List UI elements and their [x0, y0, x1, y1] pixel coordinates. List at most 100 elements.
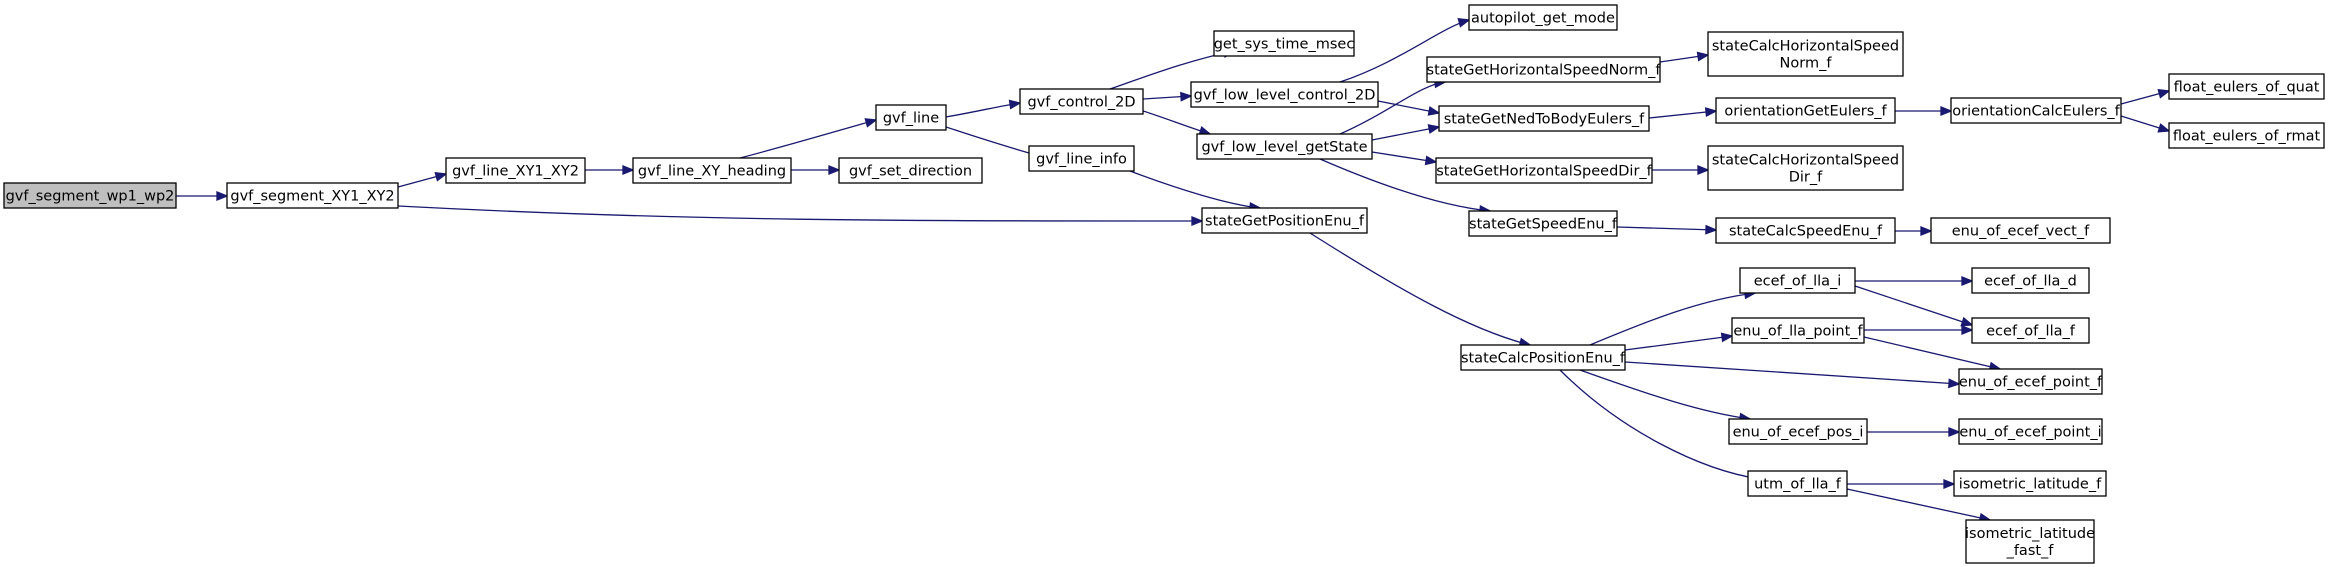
call-edge-line: [1339, 19, 1470, 83]
function-node[interactable]: ecef_of_lla_i: [1739, 267, 1856, 294]
node-label: float_eulers_of_rmat: [2173, 129, 2321, 145]
node-label: enu_of_lla_point_f: [1733, 324, 1863, 340]
node-box: [1731, 317, 1865, 344]
function-node[interactable]: stateGetHorizontalSpeedDir_f: [1435, 157, 1653, 184]
arrowhead-icon: [1427, 124, 1441, 134]
function-node[interactable]: stateCalcPositionEnu_f: [1460, 344, 1626, 371]
function-node[interactable]: stateGetNedToBodyEulers_f: [1438, 105, 1650, 132]
arrowhead-icon: [2157, 88, 2171, 99]
function-node[interactable]: gvf_low_level_control_2D: [1190, 81, 1379, 108]
function-node[interactable]: enu_of_ecef_vect_f: [1930, 217, 2111, 244]
call-edge-n25-n27: [1624, 332, 1734, 351]
call-edge-n5-n7: [945, 99, 1022, 118]
call-edge-line: [945, 126, 1041, 157]
call-edge-n4-n5: [739, 118, 878, 159]
function-node[interactable]: gvf_line: [875, 104, 947, 131]
function-node[interactable]: enu_of_ecef_point_i: [1958, 418, 2103, 445]
root-function-node: gvf_segment_wp1_wp2: [3, 182, 177, 209]
function-node[interactable]: gvf_set_direction: [838, 157, 983, 184]
node-box: [1739, 267, 1856, 294]
call-edge-line: [1589, 292, 1756, 346]
node-label: get_sys_time_msec: [1214, 37, 1355, 53]
call-edge-line: [1624, 335, 1733, 351]
function-node[interactable]: gvf_line_XY1_XY2: [445, 157, 586, 184]
call-edge-line: [1371, 151, 1437, 163]
function-node[interactable]: ecef_of_lla_f: [1971, 317, 2090, 344]
node-box: [2168, 122, 2325, 149]
node-label: _fast_f: [2006, 543, 2055, 559]
arrowhead-icon: [216, 191, 229, 201]
function-node[interactable]: stateGetPositionEnu_f: [1201, 207, 1368, 234]
function-node[interactable]: gvf_segment_XY1_XY2: [226, 182, 399, 209]
node-label: stateGetNedToBodyEulers_f: [1444, 112, 1645, 128]
function-node[interactable]: enu_of_ecef_point_f: [1958, 368, 2103, 395]
node-box: [838, 157, 983, 184]
call-edge-n16-n23: [1616, 224, 1718, 235]
function-node[interactable]: float_eulers_of_rmat: [2168, 122, 2325, 149]
call-edge-n26-n32: [1854, 285, 1974, 327]
function-node[interactable]: enu_of_ecef_pos_i: [1728, 418, 1868, 445]
node-label: enu_of_ecef_point_f: [1959, 375, 2103, 391]
arrowhead-icon: [864, 118, 878, 128]
node-label: gvf_segment_wp1_wp2: [6, 189, 175, 205]
arrowhead-icon: [1961, 325, 1974, 335]
function-node[interactable]: gvf_line_info: [1028, 145, 1135, 172]
node-label: stateCalcHorizontalSpeed: [1712, 39, 1899, 55]
node-label: utm_of_lla_f: [1754, 477, 1842, 493]
node-label: enu_of_ecef_point_i: [1959, 425, 2101, 441]
function-node[interactable]: gvf_control_2D: [1019, 88, 1144, 115]
call-edge-n26-n31: [1855, 276, 1974, 286]
function-node[interactable]: get_sys_time_msec: [1213, 30, 1355, 57]
arrowhead-icon: [1960, 316, 1974, 327]
node-box: [1953, 470, 2107, 497]
node-box: [1190, 81, 1379, 108]
arrowhead-icon: [1697, 165, 1710, 175]
call-edges: [176, 18, 2171, 523]
function-node[interactable]: gvf_line_XY_heading: [632, 157, 792, 184]
node-box: [1468, 210, 1618, 237]
function-node[interactable]: orientationCalcEulers_f: [1950, 97, 2122, 124]
function-node[interactable]: enu_of_lla_point_f: [1731, 317, 1865, 344]
call-edge-n11-n15: [1371, 151, 1438, 166]
call-edge-n25-n29: [1579, 369, 1752, 423]
function-node[interactable]: gvf_low_level_getState: [1196, 133, 1373, 160]
node-label: float_eulers_of_quat: [2174, 80, 2320, 96]
node-label: stateGetHorizontalSpeedNorm_f: [1427, 63, 1662, 79]
function-node[interactable]: isometric_latitude_f: [1953, 470, 2107, 497]
arrowhead-icon: [1943, 479, 1956, 489]
node-box: [1747, 470, 1848, 497]
call-edge-n10-n14: [1377, 100, 1441, 116]
call-edge-n8-n3: [1129, 170, 1262, 212]
node-box: [1950, 97, 2122, 124]
node-box: [1028, 145, 1135, 172]
call-edge-line: [1648, 110, 1717, 119]
node-label: gvf_segment_XY1_XY2: [230, 189, 394, 205]
function-node[interactable]: stateCalcSpeedEnu_f: [1715, 217, 1896, 244]
function-node[interactable]: float_eulers_of_quat: [2168, 73, 2325, 100]
function-node[interactable]: isometric_latitude_fast_f: [1965, 519, 2095, 564]
call-edge-line: [1624, 361, 1960, 385]
arrowhead-icon: [1427, 106, 1441, 116]
call-edge-n11-n14: [1371, 124, 1441, 141]
function-node[interactable]: ecef_of_lla_d: [1971, 267, 2090, 294]
function-node[interactable]: autopilot_get_mode: [1468, 4, 1618, 31]
function-nodes: gvf_segment_wp1_wp2 gvf_segment_XY1_XY2 gv…: [3, 4, 2325, 564]
call-edge-line: [1559, 369, 1761, 480]
function-node[interactable]: stateGetHorizontalSpeedNorm_f: [1426, 56, 1662, 83]
node-label: stateCalcSpeedEnu_f: [1729, 224, 1883, 240]
function-node[interactable]: stateGetSpeedEnu_f: [1468, 210, 1618, 237]
arrowhead-icon: [434, 171, 448, 182]
node-box: [632, 157, 792, 184]
call-edge-line: [1579, 369, 1751, 420]
function-node[interactable]: orientationGetEulers_f: [1715, 97, 1896, 124]
node-box: [1715, 217, 1896, 244]
arrowhead-icon: [622, 165, 635, 175]
call-edge-n3-n25: [1309, 232, 1532, 348]
node-label: enu_of_ecef_pos_i: [1733, 425, 1864, 441]
call-edge-n7-n10: [1142, 91, 1193, 102]
function-node[interactable]: utm_of_lla_f: [1747, 470, 1848, 497]
node-label: isometric_latitude_f: [1959, 477, 2102, 493]
arrowhead-icon: [1920, 226, 1933, 236]
